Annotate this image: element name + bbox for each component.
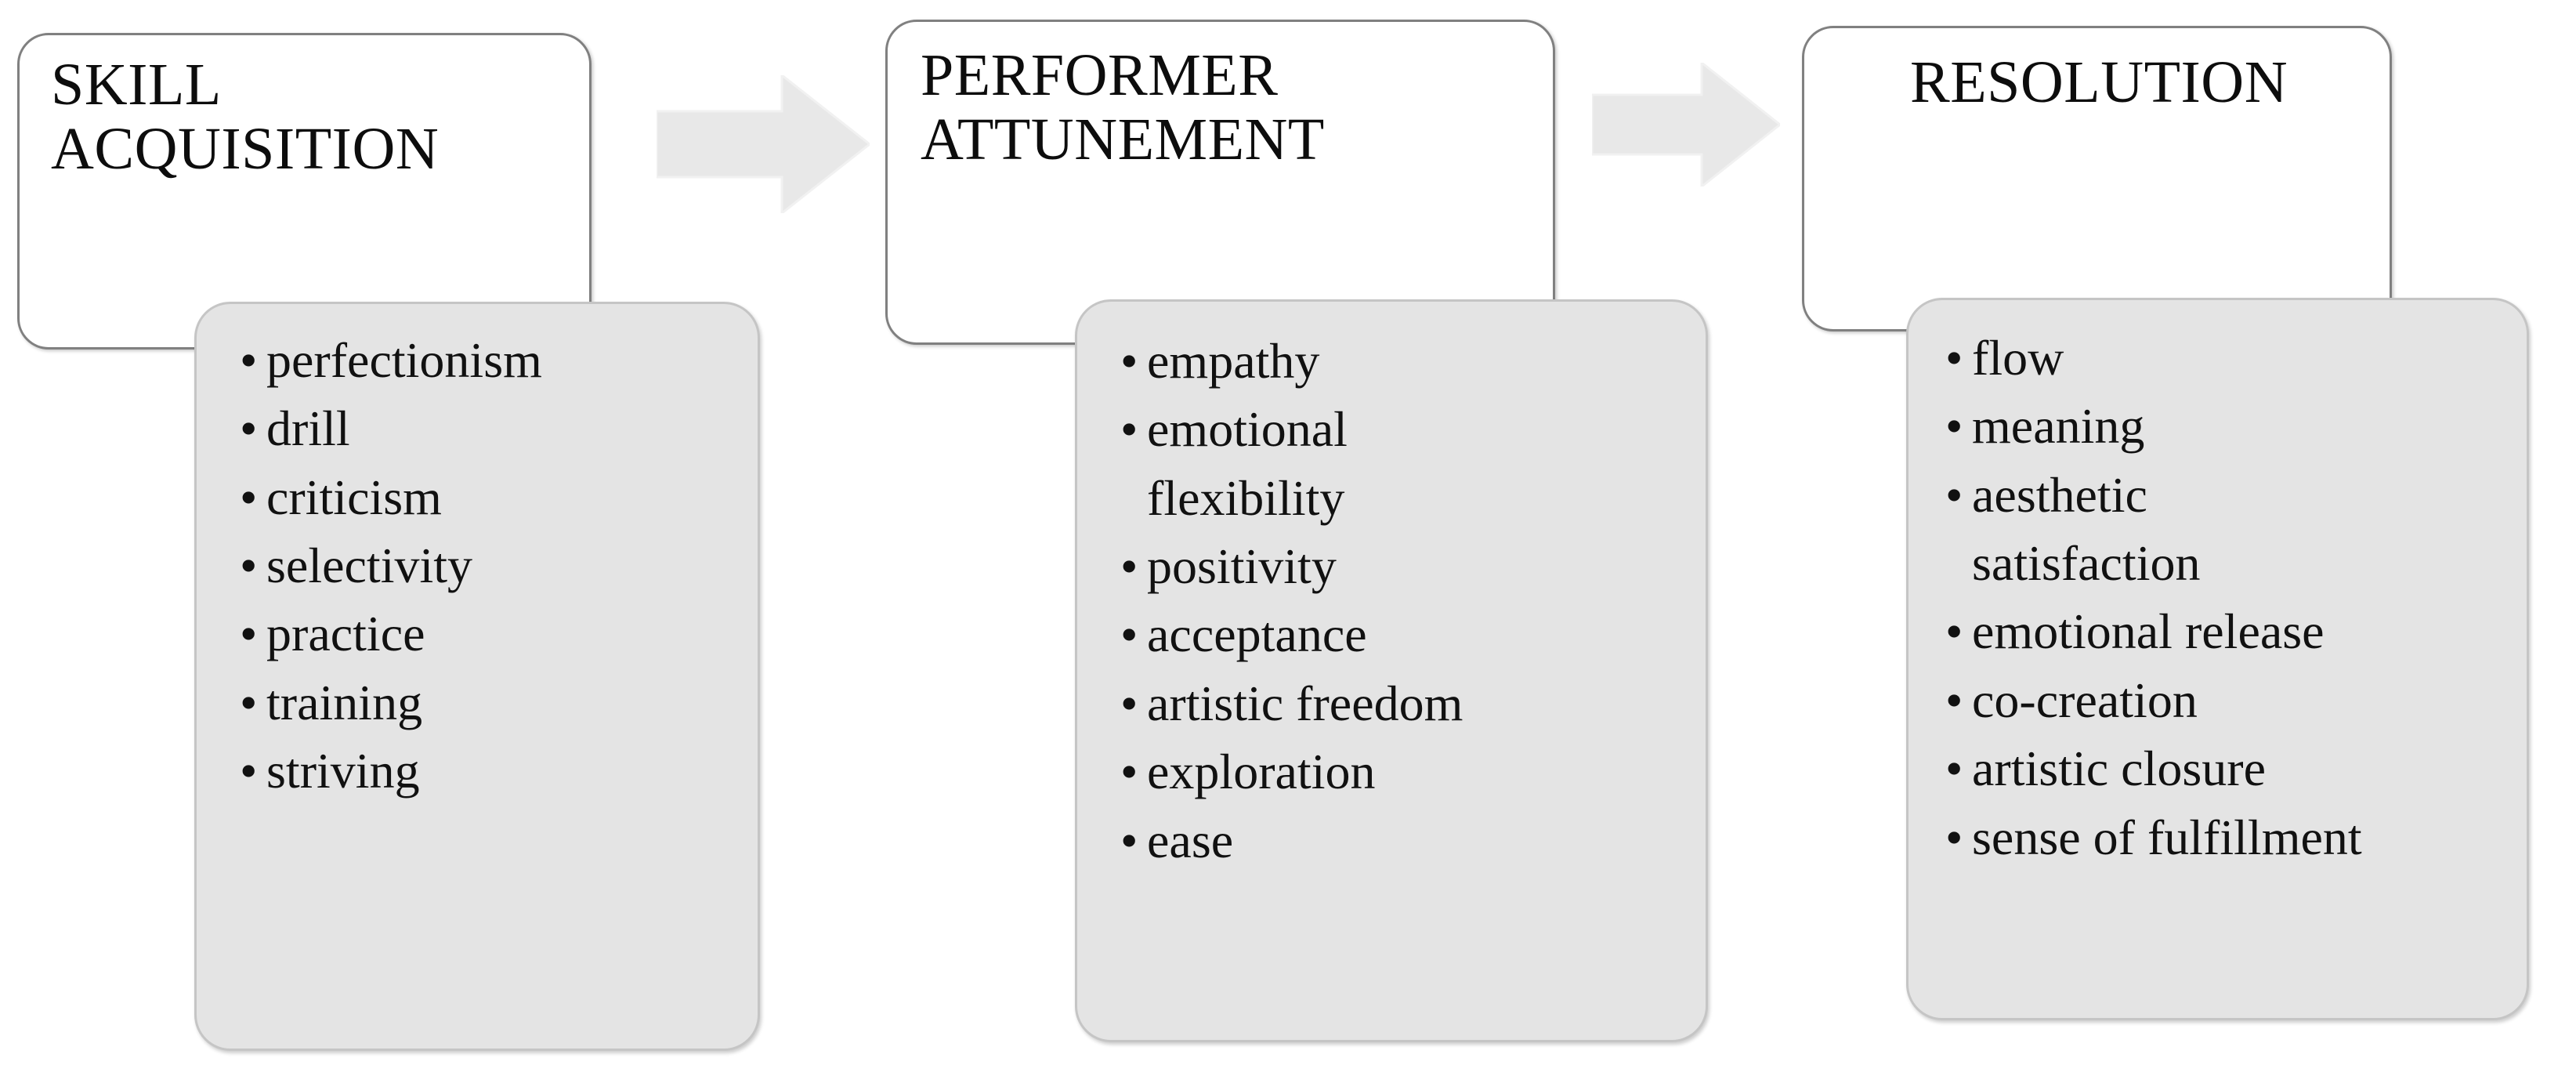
- list-item: aesthetic satisfaction: [1945, 461, 2362, 598]
- list-item: ease: [1120, 806, 1463, 875]
- stage-list-box-skill-acquisition: perfectionism drill criticism selectivit…: [194, 302, 760, 1051]
- stage-title-resolution: RESOLUTION: [1910, 49, 2288, 115]
- stage-title-box-resolution: RESOLUTION: [1802, 26, 2392, 331]
- bullet-list-skill-acquisition: perfectionism drill criticism selectivit…: [240, 326, 542, 806]
- stage-list-box-resolution: flow meaning aesthetic satisfaction emot…: [1906, 298, 2529, 1020]
- list-item: criticism: [240, 463, 542, 532]
- list-item: meaning: [1945, 392, 2362, 461]
- list-item: flow: [1945, 324, 2362, 393]
- list-item: artistic closure: [1945, 734, 2362, 803]
- bullet-list-performer-attunement: empathy emotional flexibility positivity…: [1120, 327, 1463, 875]
- list-item: perfectionism: [240, 326, 542, 395]
- list-item: emotional flexibility: [1120, 395, 1463, 532]
- list-item: co-creation: [1945, 666, 2362, 735]
- arrow-right-icon-stage1-to-stage2: [655, 72, 872, 216]
- stage-title-box-performer-attunement: PERFORMER ATTUNEMENT: [885, 20, 1555, 345]
- list-item: exploration: [1120, 737, 1463, 806]
- list-item: positivity: [1120, 532, 1463, 601]
- list-item: training: [240, 668, 542, 737]
- stage-list-box-performer-attunement: empathy emotional flexibility positivity…: [1075, 299, 1708, 1042]
- list-item: sense of fulfillment: [1945, 803, 2362, 872]
- list-item: practice: [240, 599, 542, 668]
- list-item: acceptance: [1120, 600, 1463, 669]
- list-item: emotional release: [1945, 597, 2362, 666]
- list-item: selectivity: [240, 531, 542, 600]
- stage-title-performer-attunement: PERFORMER ATTUNEMENT: [921, 42, 1325, 173]
- bullet-list-resolution: flow meaning aesthetic satisfaction emot…: [1945, 324, 2362, 871]
- list-item: empathy: [1120, 327, 1463, 396]
- list-item: striving: [240, 737, 542, 806]
- list-item: artistic freedom: [1120, 669, 1463, 738]
- arrow-right-icon-stage2-to-stage3: [1590, 60, 1782, 190]
- stage-title-skill-acquisition: SKILL ACQUISITION: [51, 52, 440, 183]
- list-item: drill: [240, 394, 542, 463]
- stage-title-box-skill-acquisition: SKILL ACQUISITION: [17, 33, 592, 350]
